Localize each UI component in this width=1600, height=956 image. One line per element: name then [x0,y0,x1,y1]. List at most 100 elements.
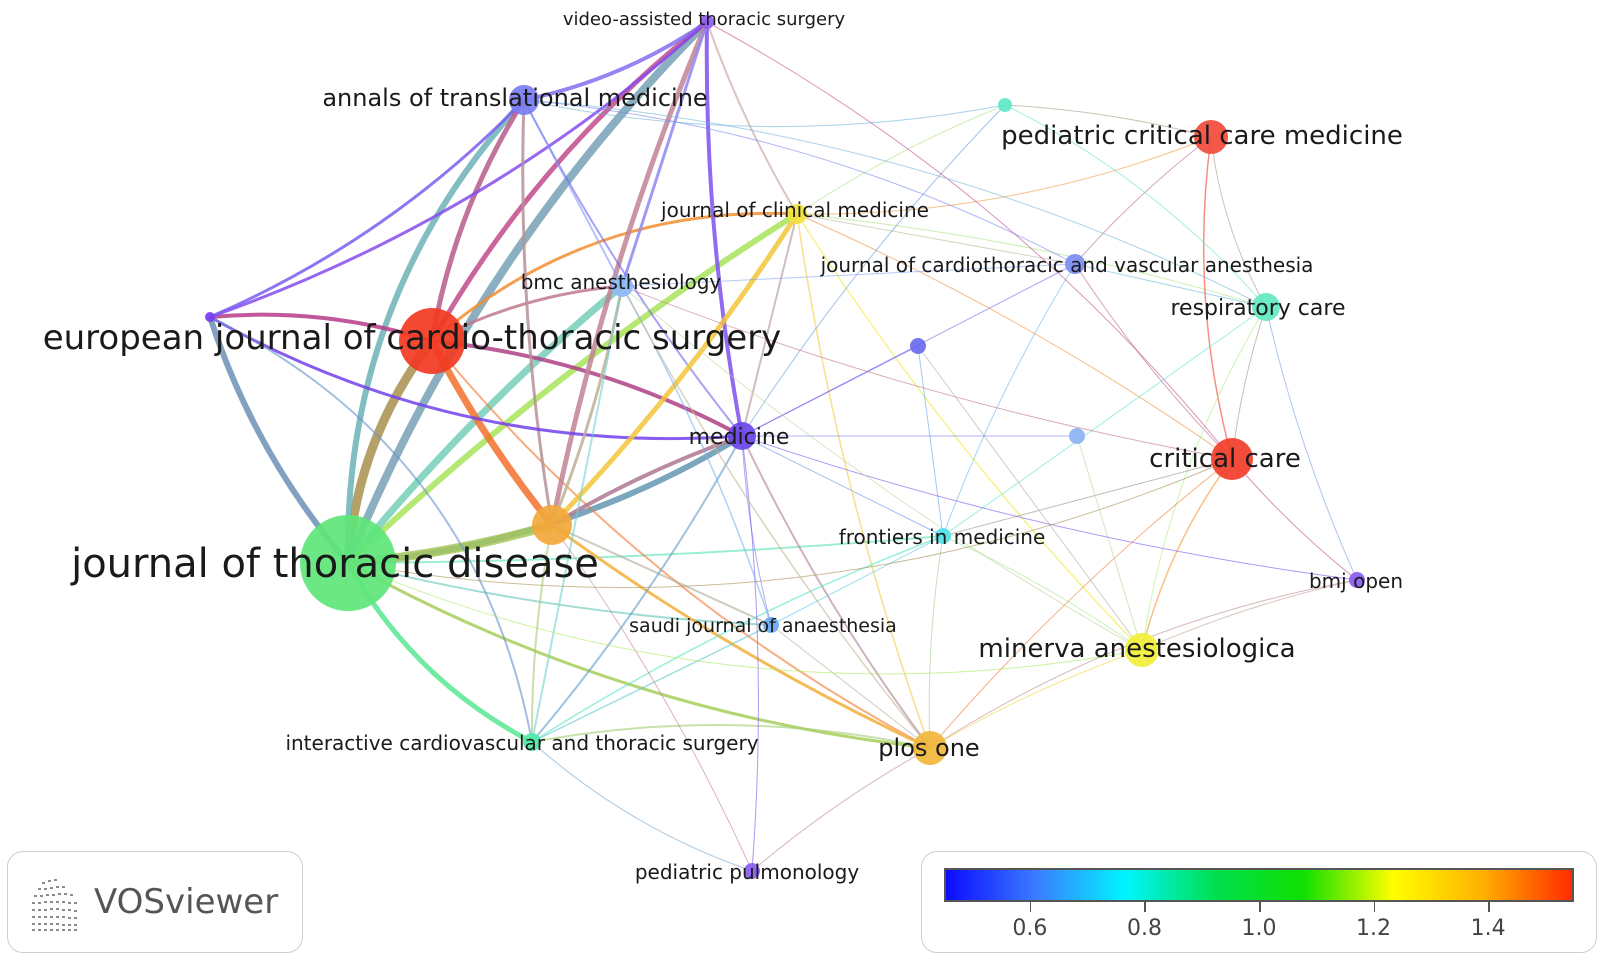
edge-atm-orange [521,99,554,526]
node-blue_mid[interactable] [910,338,926,354]
scale-tick-mark [1373,902,1376,912]
vosviewer-logo-text: VOSviewer [94,882,279,922]
node-label-saudi: saudi journal of anaesthesia [629,615,897,637]
edge-bmcanes-critcare [621,285,1233,460]
edge-vats-atm [523,20,709,102]
edge-pedpulm-orange [551,524,753,872]
node-rc[interactable] [1252,293,1280,321]
edge-jtd-plos [347,561,931,750]
edge-blue_mid-medicine [741,345,919,437]
edge-jcva-rc [1074,263,1267,308]
node-label-plos: plos one [878,734,979,762]
node-label-jcva: journal of cardiothoracic and vascular a… [820,253,1314,277]
edge-ictvs-pedpulm [531,741,753,872]
scale-tick-mark [1488,902,1490,912]
edge-critcare-minerva [1141,458,1233,651]
edge-minerva-plos [929,649,1143,749]
edge-bmjopen-medicine [741,435,1358,581]
node-ictvs[interactable] [523,733,541,751]
edge-jtd-minerva [347,562,1143,675]
edge-jcva-critcare [1074,263,1233,460]
node-frontiers[interactable] [935,528,951,544]
node-label-medicine: medicine [689,425,790,450]
edge-critcare-plos [929,458,1233,749]
node-plos[interactable] [913,731,947,765]
node-label-minerva: minerva anestesiologica [978,634,1295,664]
edge-jcva-frontiers [942,263,1076,537]
edge-jcm-plos [796,213,931,749]
edge-ejcts-atm [429,98,527,342]
edge-frontiers-saudi [770,535,944,626]
scale-tick-label: 0.8 [1126,916,1162,941]
node-bmjopen[interactable] [1349,572,1365,588]
node-jcva[interactable] [1065,254,1085,274]
node-label-frontiers: frontiers in medicine [839,525,1046,549]
edge-ictvs-saudi [531,624,772,743]
edge-medicine-jcm [741,213,798,437]
node-label-rc: respiratory care [1171,296,1346,321]
node-ejcts[interactable] [399,308,465,374]
node-label-bmcanes: bmc anesthesiology [521,270,722,294]
scale-tick-label: 1.4 [1470,916,1506,941]
node-lightblue_mid[interactable] [1069,428,1085,444]
node-label-bmjopen: bmj open [1309,569,1403,593]
edge-vats-purple_left [209,20,709,319]
node-teal_top[interactable] [998,98,1012,112]
edge-atm-jcva [523,99,1076,265]
edge-jtd-atm [344,97,527,564]
node-saudi[interactable] [763,617,779,633]
edge-bmcanes-plos [621,285,931,749]
node-jtd[interactable] [300,515,396,611]
edge-jcm-jcva [796,213,1076,265]
node-label-jcm: journal of clinical medicine [660,198,929,222]
edge-jtd-vats [344,19,710,565]
node-label-ejcts: european journal of cardio-thoracic surg… [43,318,782,358]
node-jcm[interactable] [787,204,807,224]
scale-tick-label: 1.0 [1241,916,1277,941]
edge-vats-medicine [704,21,744,437]
edge-jtd-frontiers [347,535,944,564]
node-vats[interactable] [700,15,714,29]
node-bmcanes[interactable] [611,275,633,297]
edge-rc-frontiers [942,306,1267,537]
edge-teal_top-atm [523,99,1006,128]
edge-purple_left-ictvs [209,316,533,743]
edge-ejcts-jcm [431,211,798,343]
node-orange[interactable] [532,505,572,545]
edge-orange-saudi [551,524,772,626]
edge-rc-bmjopen [1265,306,1358,581]
edge-medicine-plos [741,435,931,749]
node-critcare[interactable] [1211,438,1253,480]
node-pedpulm[interactable] [744,863,760,879]
edge-pccm-rc [1210,136,1267,308]
node-label-jtd: journal of thoracic disease [70,541,599,587]
edge-plos-ictvs [531,724,931,749]
edge-jtd-saudi [347,562,772,626]
edge-rc-teal_top [1004,104,1267,308]
label-layer: journal of thoracic disease european jour… [43,9,1403,884]
edge-ictvs-bmcanes [531,285,623,743]
color-scale-bar [944,868,1574,902]
edge-orange-plos [551,523,931,750]
node-atm[interactable] [509,85,539,115]
edge-vats-bmcanes [620,21,709,287]
edge-pedpulm-medicine [741,435,759,872]
edge-atm-purple_left [209,98,526,319]
node-minerva[interactable] [1125,633,1159,667]
edge-teal_top-medicine [741,104,1006,437]
node-purple_left[interactable] [205,312,215,322]
node-pccm[interactable] [1194,120,1228,154]
edge-frontiers-ictvs [531,535,944,743]
node-medicine[interactable] [728,422,756,450]
edge-purple_left-medicine [209,315,743,441]
edge-jcva-pccm [1074,136,1212,265]
node-label-pedpulm: pediatric pulmonology [635,860,860,884]
scale-tick-mark [1029,902,1032,912]
edge-rc-minerva [1141,306,1267,651]
edge-bmcanes-minerva [621,285,1143,651]
edge-teal_top-jcm [796,104,1006,215]
edge-bmcanes-jcva [621,263,1076,287]
edge-pccm-critcare [1202,136,1233,460]
edge-jtd-jcm [345,211,799,566]
